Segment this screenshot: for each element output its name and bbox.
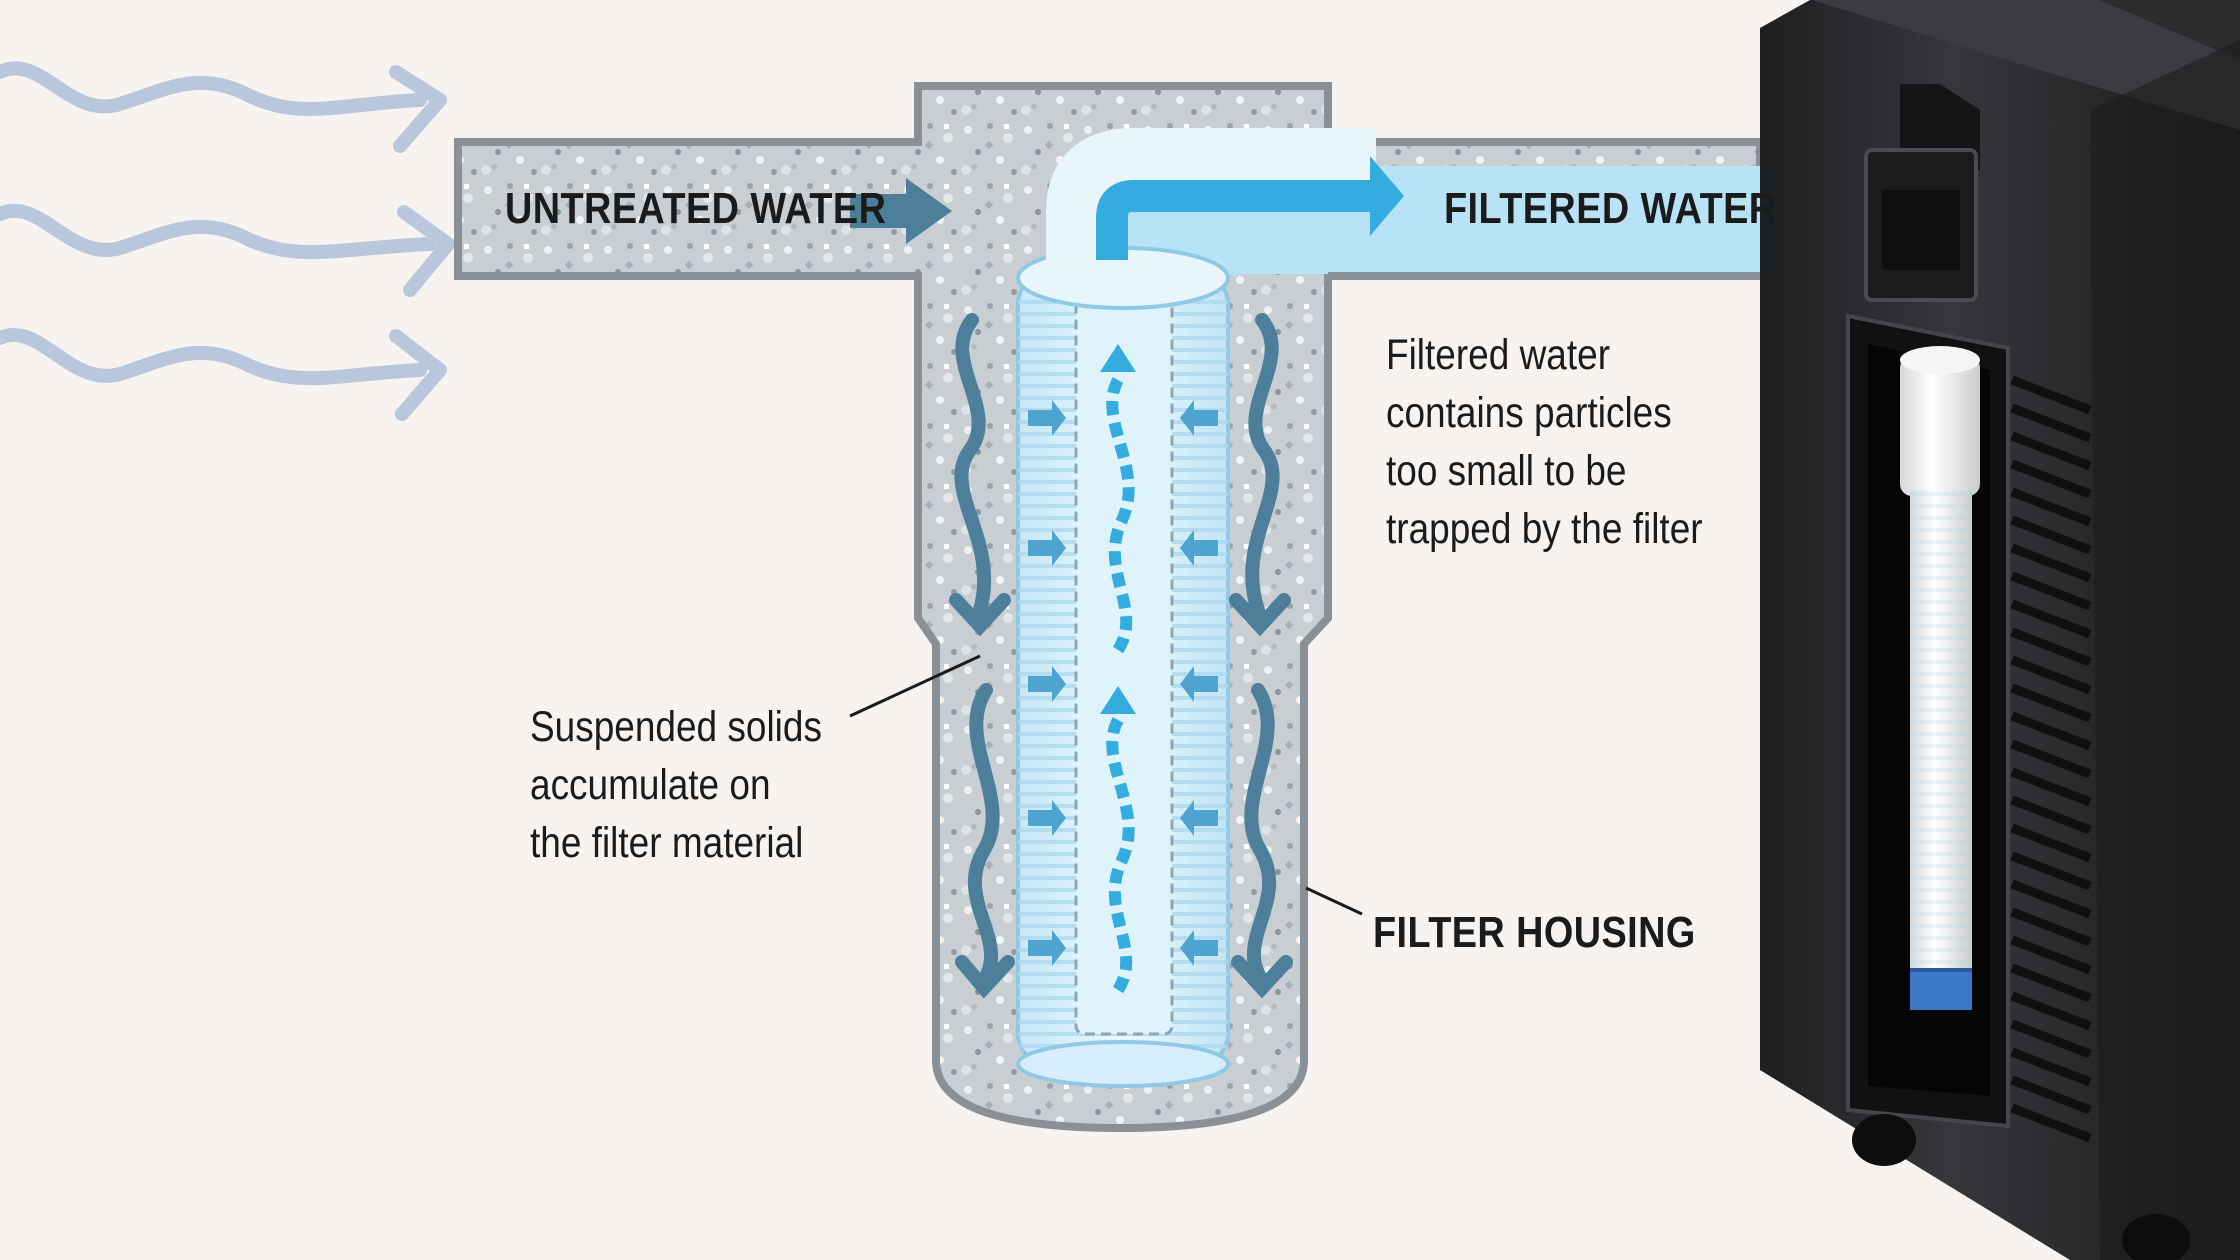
filter-housing-label: FILTER HOUSING — [1373, 908, 1696, 957]
note-line: Suspended solids — [530, 703, 822, 751]
suspended-leader-line — [849, 654, 981, 718]
inward-arrows — [1028, 400, 1218, 966]
filtered-water-note: Filtered water contains particles too sm… — [1386, 326, 1747, 558]
caster-wheel — [2122, 1214, 2190, 1260]
inward-arrow-icon — [1180, 666, 1218, 702]
wavy-arrow-icon — [0, 61, 447, 153]
vent-grille — [2010, 375, 2092, 1143]
note-line: too small to be — [1386, 447, 1627, 495]
wavy-arrow-icon — [0, 204, 455, 297]
caster-wheel — [1852, 1114, 1916, 1166]
wavy-arrow-icon — [0, 328, 447, 421]
housing-leader-line — [1305, 886, 1363, 916]
note-line: Filtered water — [1386, 331, 1611, 379]
note-line: contains particles — [1386, 389, 1672, 437]
filtered-water-label: FILTERED WATER — [1444, 184, 1777, 233]
upflow-arrows — [1106, 377, 1135, 994]
note-line: the filter material — [530, 819, 804, 867]
inward-arrow-icon — [1180, 400, 1218, 436]
inward-arrow-icon — [1028, 400, 1066, 436]
inward-arrow-icon — [1028, 530, 1066, 566]
note-line: accumulate on — [530, 761, 771, 809]
inward-arrow-icon — [1180, 800, 1218, 836]
suspended-solids-note: Suspended solids accumulate on the filte… — [530, 698, 891, 872]
note-line: trapped by the filter — [1386, 505, 1703, 553]
inlet-waves — [0, 61, 455, 421]
flow-arrow-icon — [1100, 344, 1136, 372]
untreated-water-label: UNTREATED WATER — [505, 184, 887, 233]
inward-arrow-icon — [1180, 930, 1218, 966]
flow-arrow-icon — [1370, 156, 1404, 236]
inward-arrow-icon — [1028, 800, 1066, 836]
flow-arrow-icon — [1100, 686, 1136, 714]
inward-arrow-icon — [1028, 666, 1066, 702]
inward-arrow-icon — [1028, 930, 1066, 966]
downflow-arrows — [949, 313, 1293, 999]
inward-arrow-icon — [1180, 530, 1218, 566]
chiller-unit — [1760, 0, 2240, 1260]
flow-arrow-icon — [850, 178, 952, 244]
